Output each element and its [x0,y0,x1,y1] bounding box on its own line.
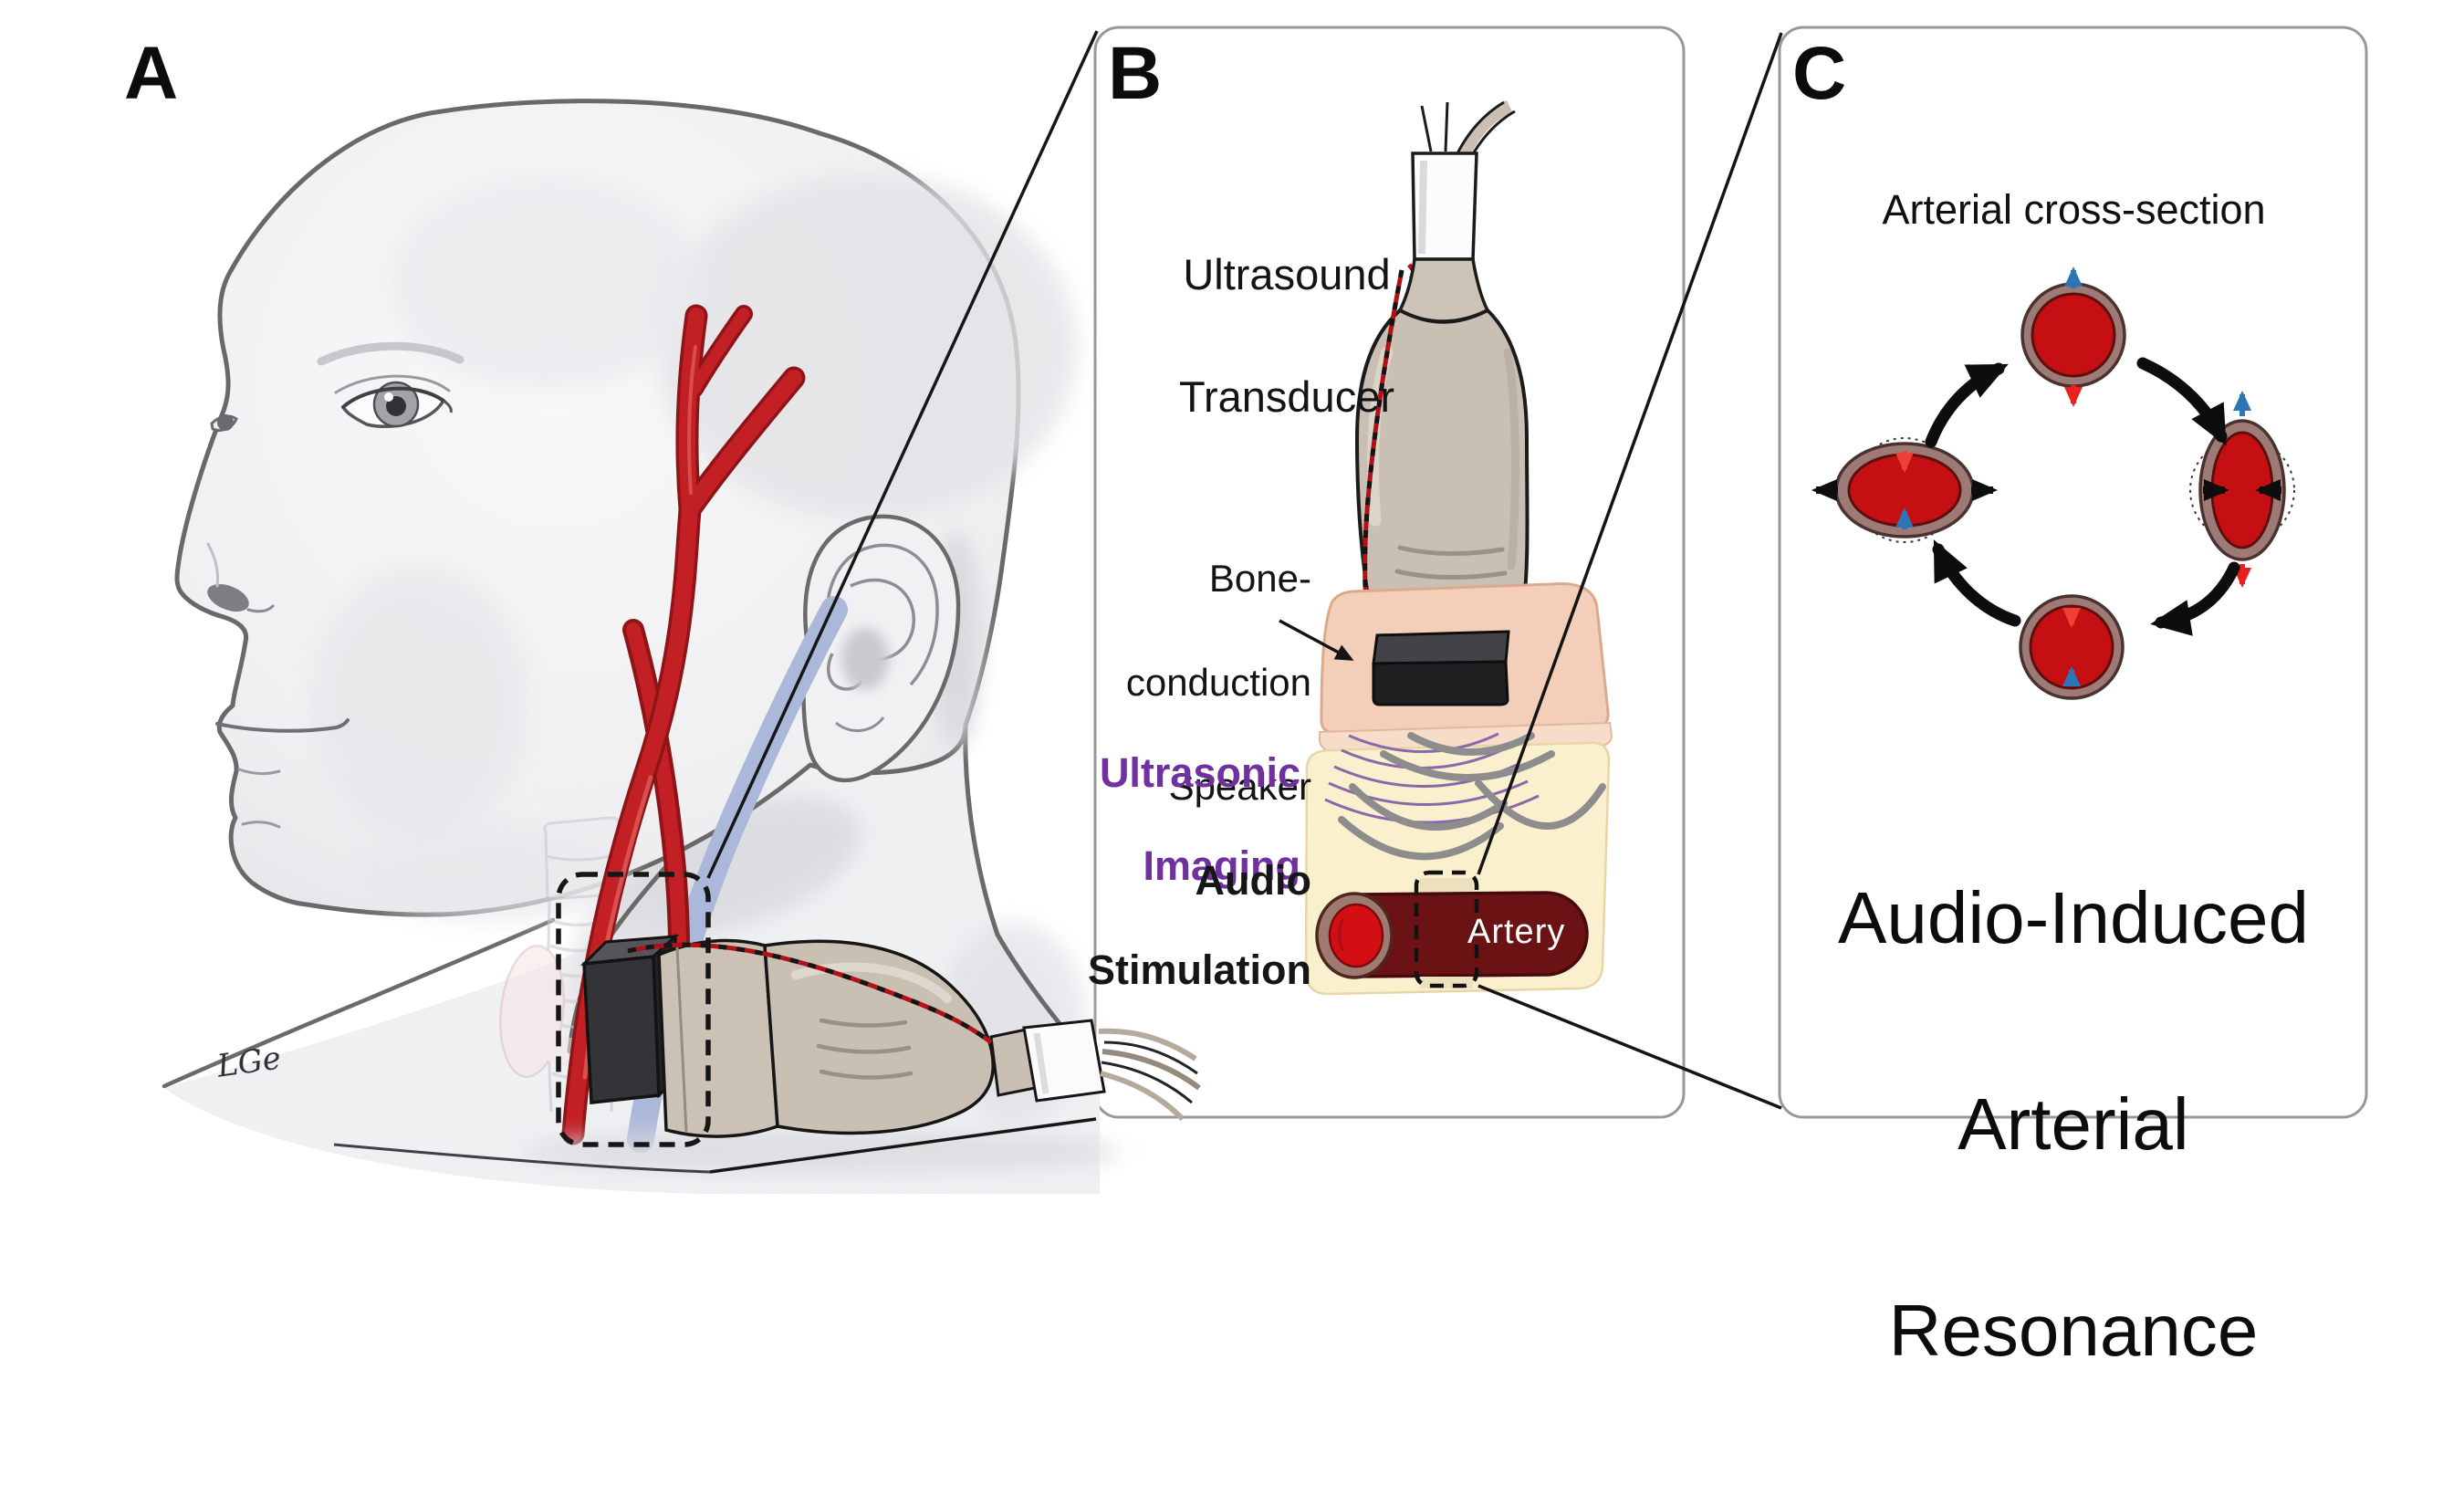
chest-ground-line [333,1143,711,1174]
cycle-arrow-bottom-to-left [1932,539,2021,627]
cross-section-top [2020,267,2126,407]
ultrasound-probe-on-neck [520,933,1201,1174]
audio-stimulation-label: Audio Stimulation [1088,857,1311,993]
cycle-arrow-top-to-right [2136,357,2228,446]
zoom-connector-bottom-a-b [709,1117,1097,1174]
nostril [207,583,249,612]
chest-outline [162,917,556,1089]
audio-wave-arcs [1338,732,1606,861]
figure-artwork [162,26,2368,1194]
cross-section-dashed-marker [1414,870,1479,988]
arterial-resonance-cycle [1811,267,2295,700]
ultrasound-transducer-label: Ultrasound Transducer [1179,250,1394,421]
roi-dashed-box [556,872,711,1147]
eyebrow [317,341,465,366]
bone-conduction-speaker-b [1372,630,1510,706]
zoom-connector-top-a-b [706,30,1099,879]
figure-canvas: { "canvas": {"width": 2700, "height": 14… [124,26,2368,1371]
cross-section-left [1811,437,1998,543]
bone-conduction-speaker-a [582,955,661,1104]
panel-c-frame [1778,26,2368,1119]
cycle-arrow-left-to-top [1925,362,2009,448]
probe-cable-b [1420,99,1516,158]
audio-induced-arterial-resonance-caption: Audio-Induced Arterial Resonance [1838,877,2309,1371]
arterial-cross-section-title: Arterial cross-section [1882,186,2266,233]
zoom-connector-top-b-c [1477,32,1783,875]
artery-label: Artery [1467,913,1566,951]
face-details [206,341,465,829]
speaker-pointer-arrow [1279,619,1354,661]
head-neck-illustration [162,30,1201,1194]
cycle-arrow-right-to-bottom [2150,561,2240,636]
panel-a-label: A [124,32,179,115]
artery-cylinder [1315,891,1589,979]
panel-c-label: C [1792,32,1847,115]
mouth-line [215,718,350,733]
cycle-arrows [1925,357,2240,636]
nape-outline [963,720,1000,937]
panel-b-label: B [1108,32,1163,115]
cross-section-right [2189,391,2295,588]
ear [801,514,980,782]
bone-conduction-speaker-label: Bone- conduction Speaker [1125,557,1311,808]
ultrasonic-imaging-label: Ultrasonic Imaging [1099,749,1300,889]
panel-b-illustration [1279,99,1613,996]
probe-cable-a [1098,1028,1201,1122]
transducer-body-b [1354,308,1530,623]
cross-section-bottom [2019,594,2125,700]
zoom-connector-bottom-b-c [1477,984,1782,1110]
